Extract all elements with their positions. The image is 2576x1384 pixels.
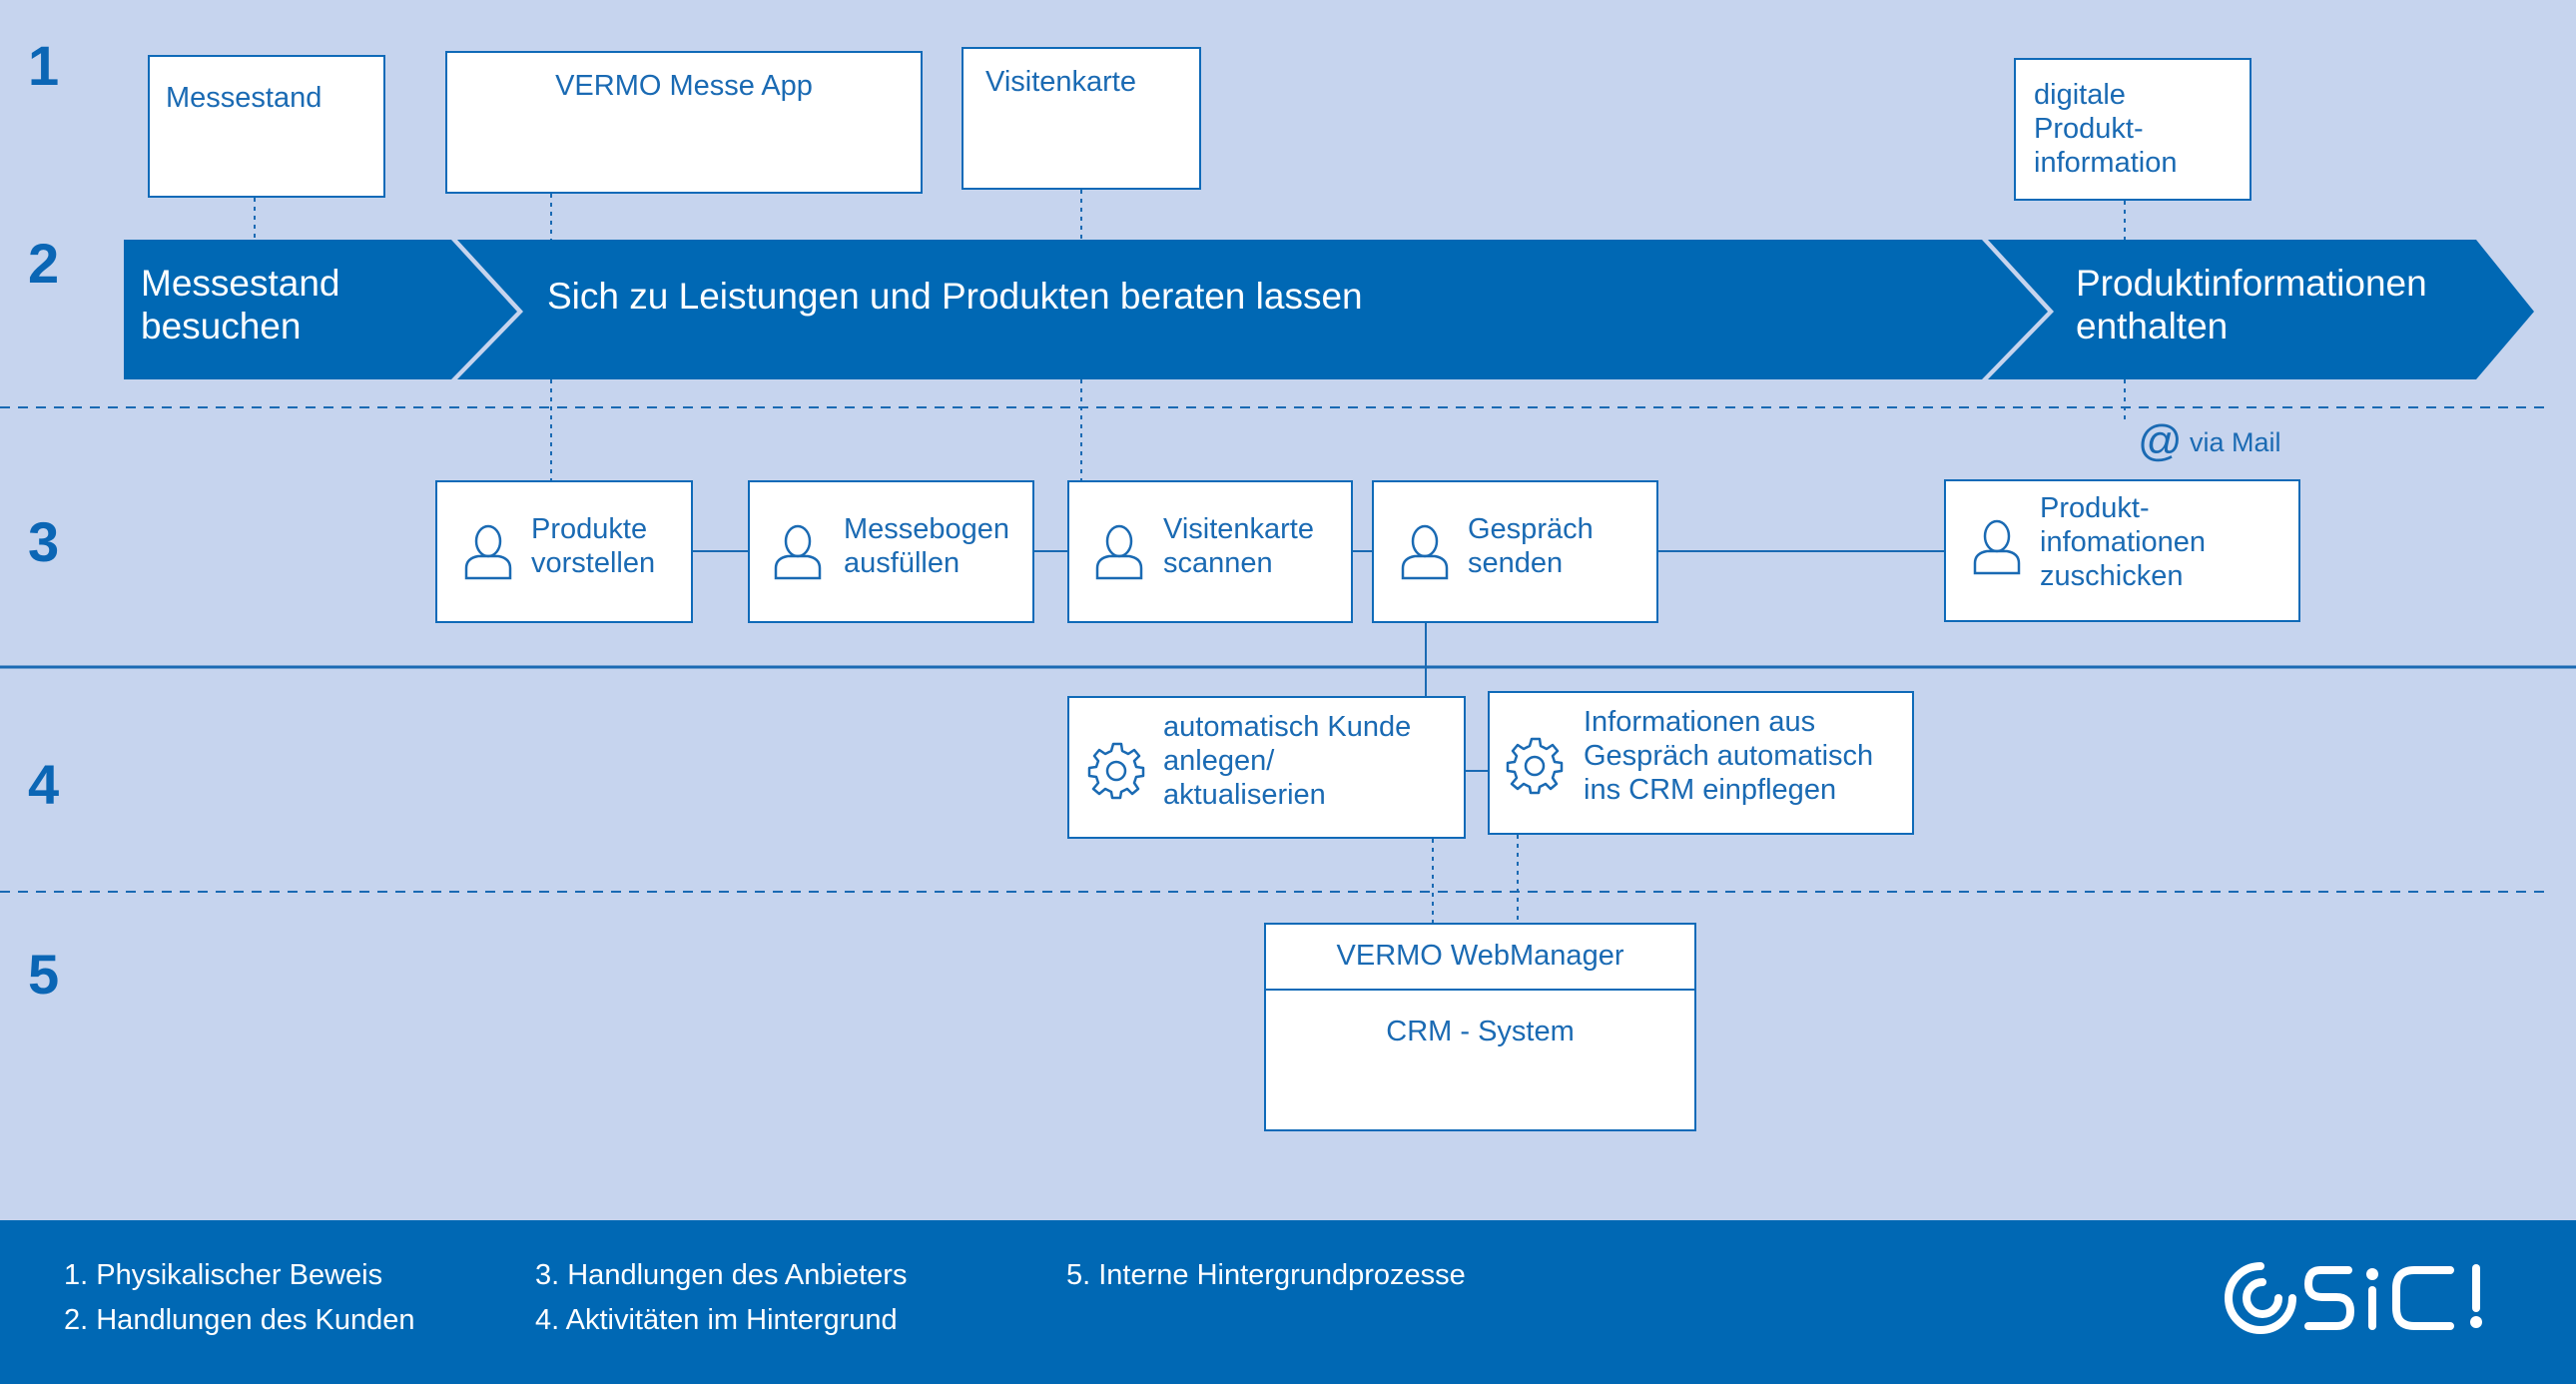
evidence-visitenkarte: Visitenkarte bbox=[962, 47, 1201, 190]
row-number-2: 2 bbox=[28, 232, 60, 295]
provider-action-scan-label: Visitenkarte scannen bbox=[1163, 513, 1314, 579]
gear-icon bbox=[1087, 742, 1145, 800]
provider-action-send: Gespräch senden bbox=[1372, 480, 1658, 623]
legend-item-3: 3. Handlungen des Anbieters bbox=[535, 1259, 908, 1291]
at-icon: @ bbox=[2138, 416, 2183, 465]
legend-item-1: 1. Physikalischer Beweis bbox=[64, 1259, 383, 1291]
evidence-app-label: VERMO Messe App bbox=[555, 70, 813, 102]
system-box: VERMO WebManager CRM - System bbox=[1264, 923, 1696, 1131]
customer-action-visit: Messestand besuchen bbox=[141, 263, 340, 346]
customer-action-receive: Produktinformationen enthalten bbox=[2076, 263, 2427, 346]
provider-action-scan: Visitenkarte scannen bbox=[1067, 480, 1353, 623]
via-mail-label: via Mail bbox=[2190, 427, 2281, 457]
evidence-app: VERMO Messe App bbox=[445, 51, 923, 194]
legend-item-4: 4. Aktivitäten im Hintergrund bbox=[535, 1304, 898, 1336]
provider-action-present: Produkte vorstellen bbox=[435, 480, 693, 623]
provider-action-send-label: Gespräch senden bbox=[1468, 513, 1594, 579]
background-customer-label: automatisch Kunde anlegen/ aktualiserien bbox=[1163, 711, 1412, 811]
provider-action-mail: Produkt- infomationen zuschicken bbox=[1944, 479, 2300, 622]
gear-icon bbox=[1506, 737, 1564, 795]
person-icon bbox=[464, 524, 512, 580]
background-crm-label: Informationen aus Gespräch automatisch i… bbox=[1584, 706, 1874, 806]
provider-action-form: Messebogen ausfüllen bbox=[748, 480, 1034, 623]
evidence-visitenkarte-label: Visitenkarte bbox=[985, 66, 1136, 98]
chevron-consult bbox=[457, 240, 2048, 379]
evidence-digital-info: digitale Produkt- information bbox=[2014, 58, 2252, 201]
background-crm: Informationen aus Gespräch automatisch i… bbox=[1488, 691, 1914, 835]
customer-action-consult: Sich zu Leistungen und Produkten beraten… bbox=[547, 276, 1363, 317]
row-number-5: 5 bbox=[28, 943, 60, 1006]
person-icon bbox=[1401, 524, 1449, 580]
chevron-receive bbox=[1988, 240, 2534, 379]
person-icon bbox=[774, 524, 822, 580]
legend-item-5: 5. Interne Hintergrundprozesse bbox=[1066, 1259, 1466, 1291]
person-icon bbox=[1095, 524, 1143, 580]
system-webmanager-label: VERMO WebManager bbox=[1336, 940, 1624, 972]
blueprint-lines bbox=[0, 190, 2576, 924]
provider-action-mail-label: Produkt- infomationen zuschicken bbox=[2040, 492, 2207, 592]
evidence-messestand: Messestand bbox=[148, 55, 385, 198]
provider-action-form-label: Messebogen ausfüllen bbox=[844, 513, 1010, 579]
row-number-1: 1 bbox=[28, 34, 60, 97]
system-crm-label: CRM - System bbox=[1386, 1016, 1575, 1047]
evidence-digital-info-label: digitale Produkt- information bbox=[2034, 79, 2178, 179]
background-customer: automatisch Kunde anlegen/ aktualiserien bbox=[1067, 696, 1466, 839]
legend-item-2: 2. Handlungen des Kunden bbox=[64, 1304, 415, 1336]
legend-footer: 1. Physikalischer Beweis 2. Handlungen d… bbox=[0, 1220, 2576, 1384]
customer-action-band bbox=[124, 240, 2534, 379]
person-icon bbox=[1973, 519, 2021, 575]
sic-logo bbox=[2225, 1262, 2482, 1334]
system-divider bbox=[1266, 989, 1694, 991]
row-number-4: 4 bbox=[28, 753, 60, 816]
chevron-visit bbox=[124, 240, 517, 379]
row-number-3: 3 bbox=[28, 510, 60, 573]
provider-action-present-label: Produkte vorstellen bbox=[531, 513, 656, 579]
evidence-messestand-label: Messestand bbox=[166, 82, 322, 114]
